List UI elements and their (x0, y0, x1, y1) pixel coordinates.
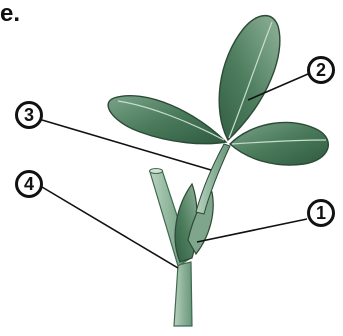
callout-3: 3 (15, 101, 43, 129)
panel-label: e. (0, 0, 20, 28)
side-branch-cut (150, 169, 163, 174)
leader-line-1 (197, 219, 307, 242)
callout-4: 4 (15, 170, 43, 198)
main-stem (174, 262, 192, 326)
callout-2: 2 (307, 56, 335, 84)
leaflet-top (219, 16, 280, 140)
callout-1: 1 (307, 199, 335, 227)
